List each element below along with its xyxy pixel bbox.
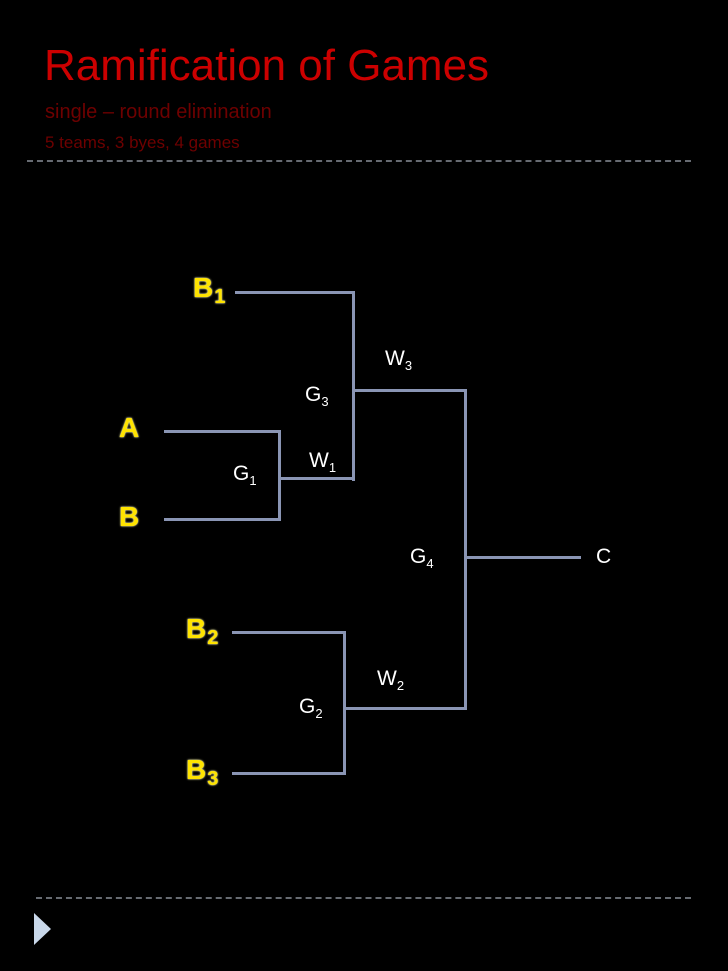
winner-label-w3: W3	[385, 347, 413, 373]
game-label-g2-base: G	[299, 695, 316, 718]
slide-subtitle-secondary: 5 teams, 3 byes, 4 games	[45, 133, 240, 152]
team-label-b3-base: B	[186, 754, 207, 785]
winner-label-w2-sub: 2	[396, 678, 405, 693]
bracket-line-g4-vertical	[464, 389, 467, 709]
bracket-line-w2-output	[343, 707, 467, 710]
page-title: Ramification of Games	[44, 41, 490, 90]
winner-label-w2-base: W	[377, 667, 397, 690]
bracket-line-g3-output	[352, 389, 467, 392]
winner-label-w3-sub: 3	[404, 358, 413, 373]
champion-label-c: C	[596, 545, 612, 568]
game-label-g1: G1	[233, 462, 257, 488]
winner-label-w1-sub: 1	[328, 460, 337, 475]
game-label-g3: G3	[305, 383, 329, 409]
team-label-b3: B3	[186, 754, 219, 791]
game-label-g2: G2	[299, 695, 323, 721]
bracket-line-b-horizontal	[164, 518, 281, 521]
winner-label-w2: W2	[377, 667, 405, 693]
team-label-b1-base: B	[193, 272, 214, 303]
team-label-b-base: B	[119, 501, 140, 532]
winner-label-w1: W1	[309, 449, 337, 475]
game-label-g4: G4	[410, 545, 434, 571]
team-label-b: B	[119, 503, 139, 534]
bracket-line-g1-vertical	[278, 430, 281, 521]
game-label-g3-base: G	[305, 383, 322, 406]
slide-subtitle-primary: single – round elimination	[45, 101, 272, 123]
bracket-line-w1-output	[278, 477, 355, 480]
team-label-a-base: A	[119, 412, 140, 443]
next-slide-triangle-icon[interactable]	[34, 913, 51, 945]
game-label-g2-sub: 2	[315, 706, 323, 721]
team-label-b3-sub: 3	[207, 768, 219, 790]
footer-divider	[36, 897, 691, 899]
team-label-b2-base: B	[186, 613, 207, 644]
bracket-line-b2-horizontal	[232, 631, 346, 634]
team-label-b1-sub: 1	[214, 286, 226, 308]
team-label-b2: B2	[186, 613, 219, 650]
game-label-g4-base: G	[410, 545, 427, 568]
bracket-line-a-horizontal	[164, 430, 281, 433]
bracket-line-g3-vertical	[352, 291, 355, 481]
game-label-g3-sub: 3	[321, 394, 329, 409]
winner-label-w1-base: W	[309, 449, 329, 472]
bracket-line-champion-output	[464, 556, 581, 559]
game-label-g1-base: G	[233, 462, 250, 485]
bracket-line-b1-horizontal	[235, 291, 355, 294]
bracket-line-b3-horizontal	[232, 772, 346, 775]
team-label-b1: B1	[193, 272, 226, 309]
game-label-g4-sub: 4	[426, 556, 434, 571]
team-label-b2-sub: 2	[207, 627, 219, 649]
bracket-line-g2-vertical	[343, 631, 346, 775]
team-label-a: A	[119, 414, 139, 445]
winner-label-w3-base: W	[385, 347, 405, 370]
game-label-g1-sub: 1	[249, 473, 257, 488]
header-divider	[27, 160, 691, 162]
